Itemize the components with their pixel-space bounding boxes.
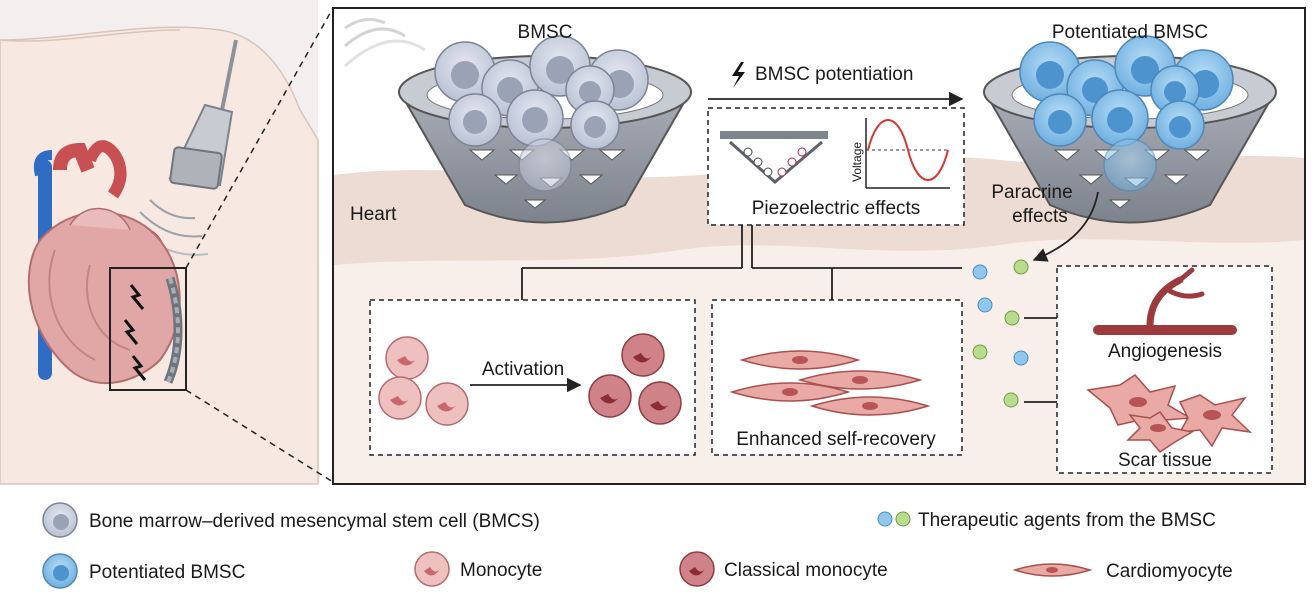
legend-monocyte-icon [414, 551, 450, 587]
legend-potentiated-label: Potentiated BMSC [89, 562, 245, 583]
ultrasound-probe-icon [129, 39, 238, 256]
voltage-label: Voltage [850, 142, 864, 182]
piezo-box [707, 107, 965, 226]
potentiated-cells [1019, 35, 1234, 192]
legend-cardiomyocyte-label: Cardiomyocyte [1106, 561, 1233, 582]
therapeutic-agents [972, 259, 1029, 408]
legend-agents-label: Therapeutic agents from the BMSC [918, 510, 1216, 531]
device-inset-box [109, 267, 187, 391]
angio-scar-panel [1056, 265, 1273, 474]
piezo-label: Piezoelectric effects [752, 198, 921, 219]
legend-monocyte-label: Monocyte [460, 560, 542, 581]
zoom-line-bottom [185, 389, 334, 483]
legend: Bone marrow–derived mesencymal stem cell… [42, 502, 1233, 589]
zoom-line-top [185, 7, 334, 269]
legend-potentiated-icon [42, 553, 78, 589]
blood-vessel-icon [1093, 267, 1237, 335]
scar-cells-icon [1086, 374, 1253, 453]
monocyte-group [378, 336, 469, 426]
legend-classical-monocyte-icon [679, 551, 715, 587]
bmsc-label: BMSC [518, 22, 573, 43]
lightning-icon [732, 62, 745, 88]
potentiated-bmsc-label: Potentiated BMSC [1052, 22, 1208, 43]
potentiation-label: BMSC potentiation [755, 64, 913, 85]
potentiation-arrow [708, 62, 964, 107]
cardiomyocyte-group [729, 350, 931, 416]
activation-label: Activation [482, 359, 564, 380]
paracrine-arrow [1032, 191, 1099, 262]
self-recovery-label: Enhanced self-recovery [736, 429, 936, 450]
activation-panel [369, 299, 696, 456]
angiogenesis-label: Angiogenesis [1108, 341, 1222, 362]
paracrine-label-2: effects [1012, 206, 1068, 227]
heart-label: Heart [350, 204, 397, 225]
heart-icon [27, 140, 181, 385]
classical-monocyte-group [588, 333, 682, 425]
legend-agents-icon [877, 511, 911, 527]
legend-bmsc-label: Bone marrow–derived mesencymal stem cell… [89, 511, 540, 532]
legend-classical-label: Classical monocyte [724, 560, 888, 581]
self-recovery-panel [711, 299, 963, 456]
legend-cardiomyocyte-icon [1012, 563, 1093, 577]
scar-tissue-label: Scar tissue [1118, 450, 1212, 471]
paracrine-label-1: Paracrine [991, 182, 1072, 203]
bmsc-cells [434, 35, 649, 192]
legend-bmsc-icon [42, 502, 78, 538]
